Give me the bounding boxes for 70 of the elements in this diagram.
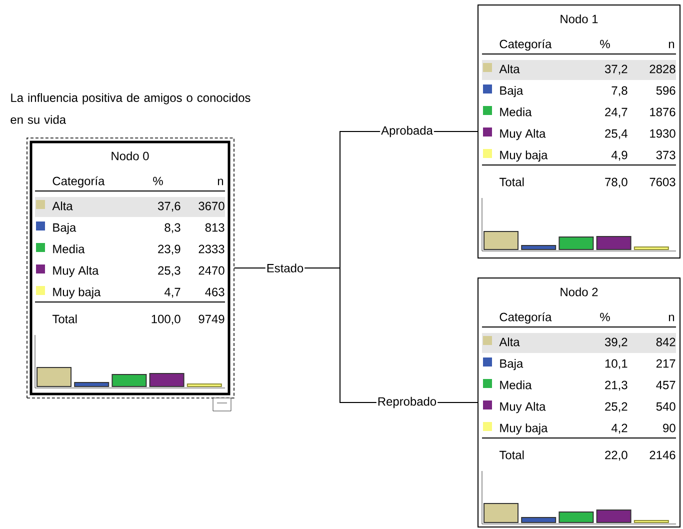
edge-label: Aprobada bbox=[381, 126, 433, 138]
count-value: 90 bbox=[663, 424, 676, 432]
edge-label: Reprobado bbox=[378, 396, 436, 408]
column-header: Categoría bbox=[500, 39, 552, 51]
category-label: Muy baja bbox=[53, 288, 101, 299]
percent-value: 25,4 bbox=[605, 129, 628, 140]
count-value: 540 bbox=[656, 402, 676, 411]
count-value: 2470 bbox=[198, 266, 224, 275]
category-label: Muy baja bbox=[500, 150, 548, 162]
category-label: Total bbox=[499, 178, 524, 186]
node-title: Nodo 2 bbox=[560, 288, 598, 296]
percent-value: 39,2 bbox=[605, 338, 628, 348]
count-value: 842 bbox=[656, 338, 676, 346]
category-label: Media bbox=[53, 244, 85, 254]
column-header: % bbox=[153, 176, 163, 186]
category-label: Alta bbox=[499, 64, 520, 74]
category-label: Baja bbox=[53, 223, 76, 234]
category-label: Baja bbox=[500, 359, 524, 370]
category-label: Muy Alta bbox=[53, 266, 99, 278]
node-heading: La influencia positiva de amigos o conocidos en su vida bbox=[10, 93, 250, 124]
category-label: Alta bbox=[499, 338, 520, 346]
percent-value: 8,3 bbox=[164, 223, 180, 234]
count-value: 596 bbox=[656, 86, 676, 95]
percent-value: 4,2 bbox=[611, 424, 628, 434]
count-value: 1876 bbox=[650, 108, 676, 116]
count-value: 3670 bbox=[198, 202, 224, 210]
column-header: % bbox=[600, 312, 610, 322]
count-value: 373 bbox=[656, 150, 676, 160]
category-label: Muy Alta bbox=[500, 129, 546, 140]
percent-value: 37,2 bbox=[605, 64, 628, 75]
column-header: Categoría bbox=[52, 176, 105, 188]
category-label: Media bbox=[500, 380, 532, 390]
node-title: Nodo 1 bbox=[560, 14, 598, 24]
percent-value: 25,2 bbox=[605, 402, 628, 412]
category-label: Baja bbox=[500, 86, 524, 98]
column-header: n bbox=[668, 42, 674, 48]
count-value: 217 bbox=[656, 359, 676, 368]
percent-value: 25,3 bbox=[158, 266, 180, 276]
percent-value: 10,1 bbox=[605, 359, 628, 370]
split-label: Estado bbox=[267, 264, 304, 272]
column-header: Categoría bbox=[500, 312, 552, 324]
percent-value: 100,0 bbox=[152, 314, 180, 325]
column-header: n bbox=[668, 314, 674, 322]
count-value: 2146 bbox=[650, 450, 676, 460]
column-header: n bbox=[218, 178, 224, 186]
category-label: Total bbox=[52, 314, 77, 324]
count-value: 457 bbox=[656, 380, 676, 390]
percent-value: 4,9 bbox=[611, 150, 628, 161]
count-value: 2828 bbox=[650, 64, 676, 74]
percent-value: 21,3 bbox=[605, 380, 628, 391]
percent-value: 4,7 bbox=[164, 288, 180, 298]
count-value: 463 bbox=[205, 288, 224, 296]
percent-value: 24,7 bbox=[605, 108, 628, 118]
percent-value: 37,6 bbox=[158, 202, 180, 212]
count-value: 2333 bbox=[198, 244, 224, 254]
percent-value: 22,0 bbox=[605, 450, 628, 461]
category-label: Total bbox=[499, 450, 524, 460]
category-label: Media bbox=[500, 108, 532, 116]
node-title: Nodo 0 bbox=[112, 152, 149, 160]
category-label: Alta bbox=[52, 202, 73, 210]
percent-value: 7,8 bbox=[612, 86, 628, 96]
percent-value: 78,0 bbox=[605, 178, 628, 188]
count-value: 1930 bbox=[650, 129, 676, 138]
column-header: % bbox=[600, 40, 610, 48]
category-label: Muy baja bbox=[500, 424, 548, 435]
count-value: 9749 bbox=[198, 314, 224, 324]
percent-value: 23,9 bbox=[158, 244, 180, 255]
count-value: 813 bbox=[205, 223, 224, 232]
count-value: 7603 bbox=[650, 178, 676, 186]
category-label: Muy Alta bbox=[500, 402, 546, 414]
